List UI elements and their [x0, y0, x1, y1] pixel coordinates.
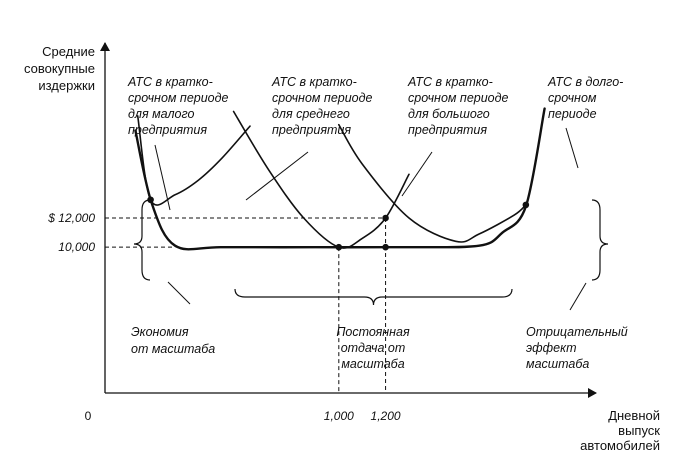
- brace-constant-returns: [234, 288, 513, 306]
- atc-short-run-large-curve: [338, 123, 527, 243]
- key-point: [382, 214, 389, 222]
- key-point: [522, 201, 530, 209]
- y-tick-label: 10,000: [58, 240, 95, 254]
- label-leader: [401, 151, 433, 197]
- key-point: [147, 196, 154, 204]
- brace-diseconomies: [591, 199, 609, 281]
- label-leader: [565, 127, 579, 169]
- label-leaders: [154, 127, 579, 211]
- y-tick-label: $ 12,000: [47, 211, 95, 225]
- brace-leader: [167, 281, 191, 305]
- x-tick-label: 1,200: [371, 409, 401, 423]
- key-points: [147, 196, 530, 251]
- atc-long-run-curve: [134, 107, 546, 251]
- label-leader: [245, 151, 309, 201]
- brace-leader: [569, 282, 587, 311]
- brace-economies: [133, 199, 151, 281]
- key-point: [335, 243, 343, 251]
- x-tick-label: 1,000: [324, 409, 354, 423]
- label-leader: [154, 144, 171, 211]
- region-braces: [133, 199, 609, 311]
- key-point: [382, 243, 389, 251]
- origin-label: 0: [85, 409, 92, 423]
